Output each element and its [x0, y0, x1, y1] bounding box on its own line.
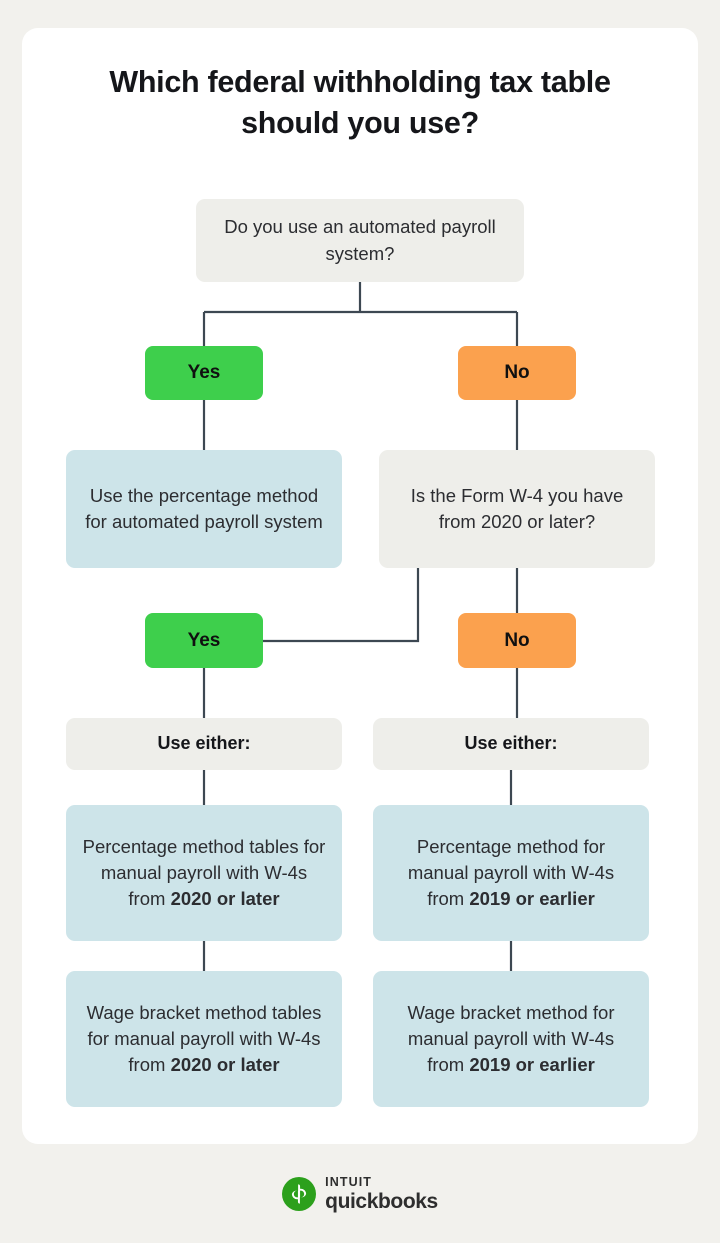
- logo-intuit-text: INTUIT: [325, 1175, 373, 1189]
- result-lead-text: Percentage method tables for manual payr…: [82, 835, 326, 910]
- quickbooks-circle-icon: [282, 1176, 317, 1211]
- answer-yes-w4-2020-or-later[interactable]: Yes: [145, 613, 263, 668]
- logo-wordmark: INTUIT quickbooks: [325, 1176, 438, 1212]
- result-emphasis-text: 2020 or later: [170, 888, 280, 910]
- result-emphasis-text: 2019 or earlier: [469, 1054, 595, 1076]
- result-emphasis-text: 2020 or later: [170, 1054, 280, 1076]
- result-wage-bracket-tables-2020-later: Wage bracket method tables for manual pa…: [66, 971, 342, 1107]
- result-percentage-method-tables-2020-later: Percentage method tables for manual payr…: [66, 805, 342, 941]
- result-percentage-method-2019-earlier: Percentage method for manual payroll wit…: [373, 805, 649, 941]
- page-title: Which federal withholding tax table shou…: [109, 65, 611, 140]
- label-use-either-left: Use either:: [66, 718, 342, 770]
- result-wage-bracket-2019-earlier: Wage bracket method for manual payroll w…: [373, 971, 649, 1107]
- decision-form-w4-year: Is the Form W-4 you have from 2020 or la…: [379, 450, 655, 568]
- decision-automated-payroll: Do you use an automated payroll system?: [196, 199, 524, 282]
- quickbooks-logo: INTUIT quickbooks: [0, 1176, 720, 1212]
- result-lead-text: Wage bracket method for manual payroll w…: [407, 1001, 615, 1076]
- answer-no-w4-2020-or-later[interactable]: No: [458, 613, 576, 668]
- result-lead-text: Wage bracket method tables for manual pa…: [86, 1001, 322, 1076]
- answer-no-automated-payroll[interactable]: No: [458, 346, 576, 400]
- result-lead-text: Percentage method for manual payroll wit…: [407, 835, 615, 910]
- label-use-either-right: Use either:: [373, 718, 649, 770]
- logo-quickbooks-text: quickbooks: [325, 1189, 438, 1213]
- result-percentage-method-automated: Use the percentage method for automated …: [66, 450, 342, 568]
- result-emphasis-text: 2019 or earlier: [469, 888, 595, 910]
- answer-yes-automated-payroll[interactable]: Yes: [145, 346, 263, 400]
